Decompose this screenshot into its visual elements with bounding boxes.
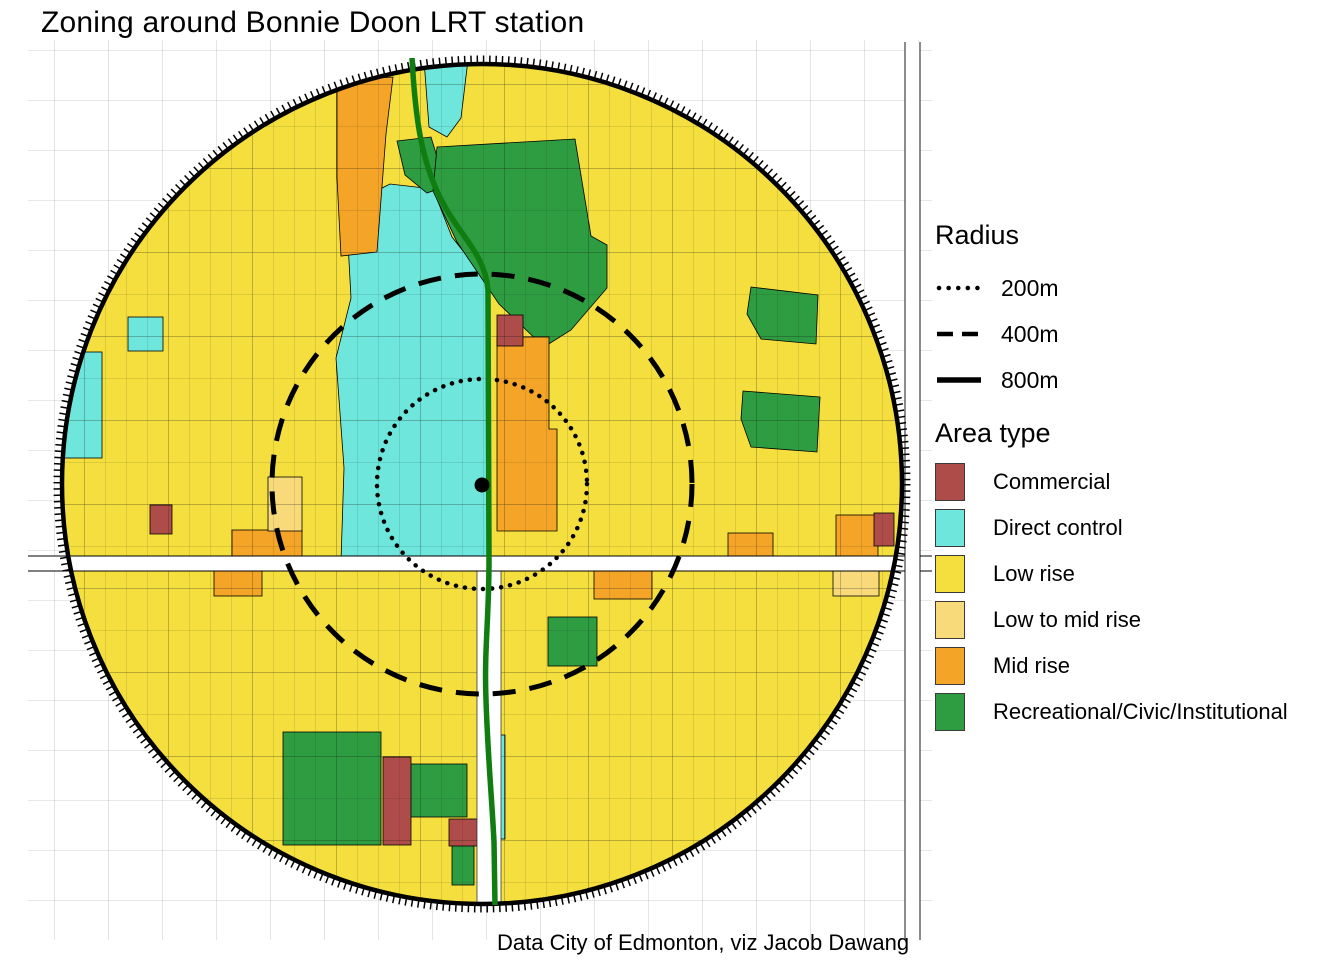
radius-legend-item-200m: 200m	[935, 265, 1059, 311]
radius-legend-item-800m: 800m	[935, 357, 1059, 403]
radius-circle-800m	[59, 61, 905, 907]
low-mid-rise-label: Low to mid rise	[993, 607, 1141, 632]
commercial-label: Commercial	[993, 469, 1111, 494]
dotted-line-icon	[936, 285, 982, 291]
horizontal-road	[28, 555, 932, 572]
radius-circle-800m-ticks	[53, 55, 911, 913]
recreational-swatch	[935, 693, 965, 731]
commercial-swatch	[935, 463, 965, 501]
mid-rise-swatch	[935, 647, 965, 685]
area-type-legend: Area type Commercial Direct control Low …	[935, 418, 1288, 739]
radius-legend-item-400m: 400m	[935, 311, 1059, 357]
area-legend-item-mid-rise: Mid rise	[935, 647, 1288, 685]
station-dot	[474, 477, 490, 493]
radius-label-800m: 800m	[1001, 366, 1059, 393]
data-source-caption: Data City of Edmonton, viz Jacob Dawang	[497, 930, 910, 955]
radius-legend-heading: Radius	[935, 220, 1020, 250]
radius-circle-200m	[374, 376, 590, 592]
area-legend-item-direct-control: Direct control	[935, 509, 1288, 547]
radius-circle-400m	[269, 271, 695, 697]
dashed-line-icon	[937, 331, 981, 337]
area-legend-item-low-rise: Low rise	[935, 555, 1288, 593]
radius-label-400m: 400m	[1001, 320, 1059, 347]
solid-line-icon	[937, 377, 981, 383]
area-legend-item-recreational: Recreational/Civic/Institutional	[935, 693, 1288, 731]
recreational-label: Recreational/Civic/Institutional	[993, 699, 1288, 724]
area-legend-item-commercial: Commercial	[935, 463, 1288, 501]
page-title: Zoning around Bonnie Doon LRT station	[41, 6, 585, 39]
lrt-line	[409, 57, 498, 906]
low-rise-label: Low rise	[993, 561, 1075, 586]
direct-control-label: Direct control	[993, 515, 1123, 540]
area-legend-heading: Area type	[935, 418, 1051, 448]
direct-control-swatch	[935, 509, 965, 547]
low-mid-rise-swatch	[935, 601, 965, 639]
low-rise-swatch	[935, 555, 965, 593]
radius-label-200m: 200m	[1001, 274, 1059, 301]
lrt-road-edges	[476, 566, 502, 903]
radius-legend: Radius 200m 400m 800m	[935, 220, 1059, 403]
mid-rise-label: Mid rise	[993, 653, 1071, 678]
area-legend-item-low-mid-rise: Low to mid rise	[935, 601, 1288, 639]
